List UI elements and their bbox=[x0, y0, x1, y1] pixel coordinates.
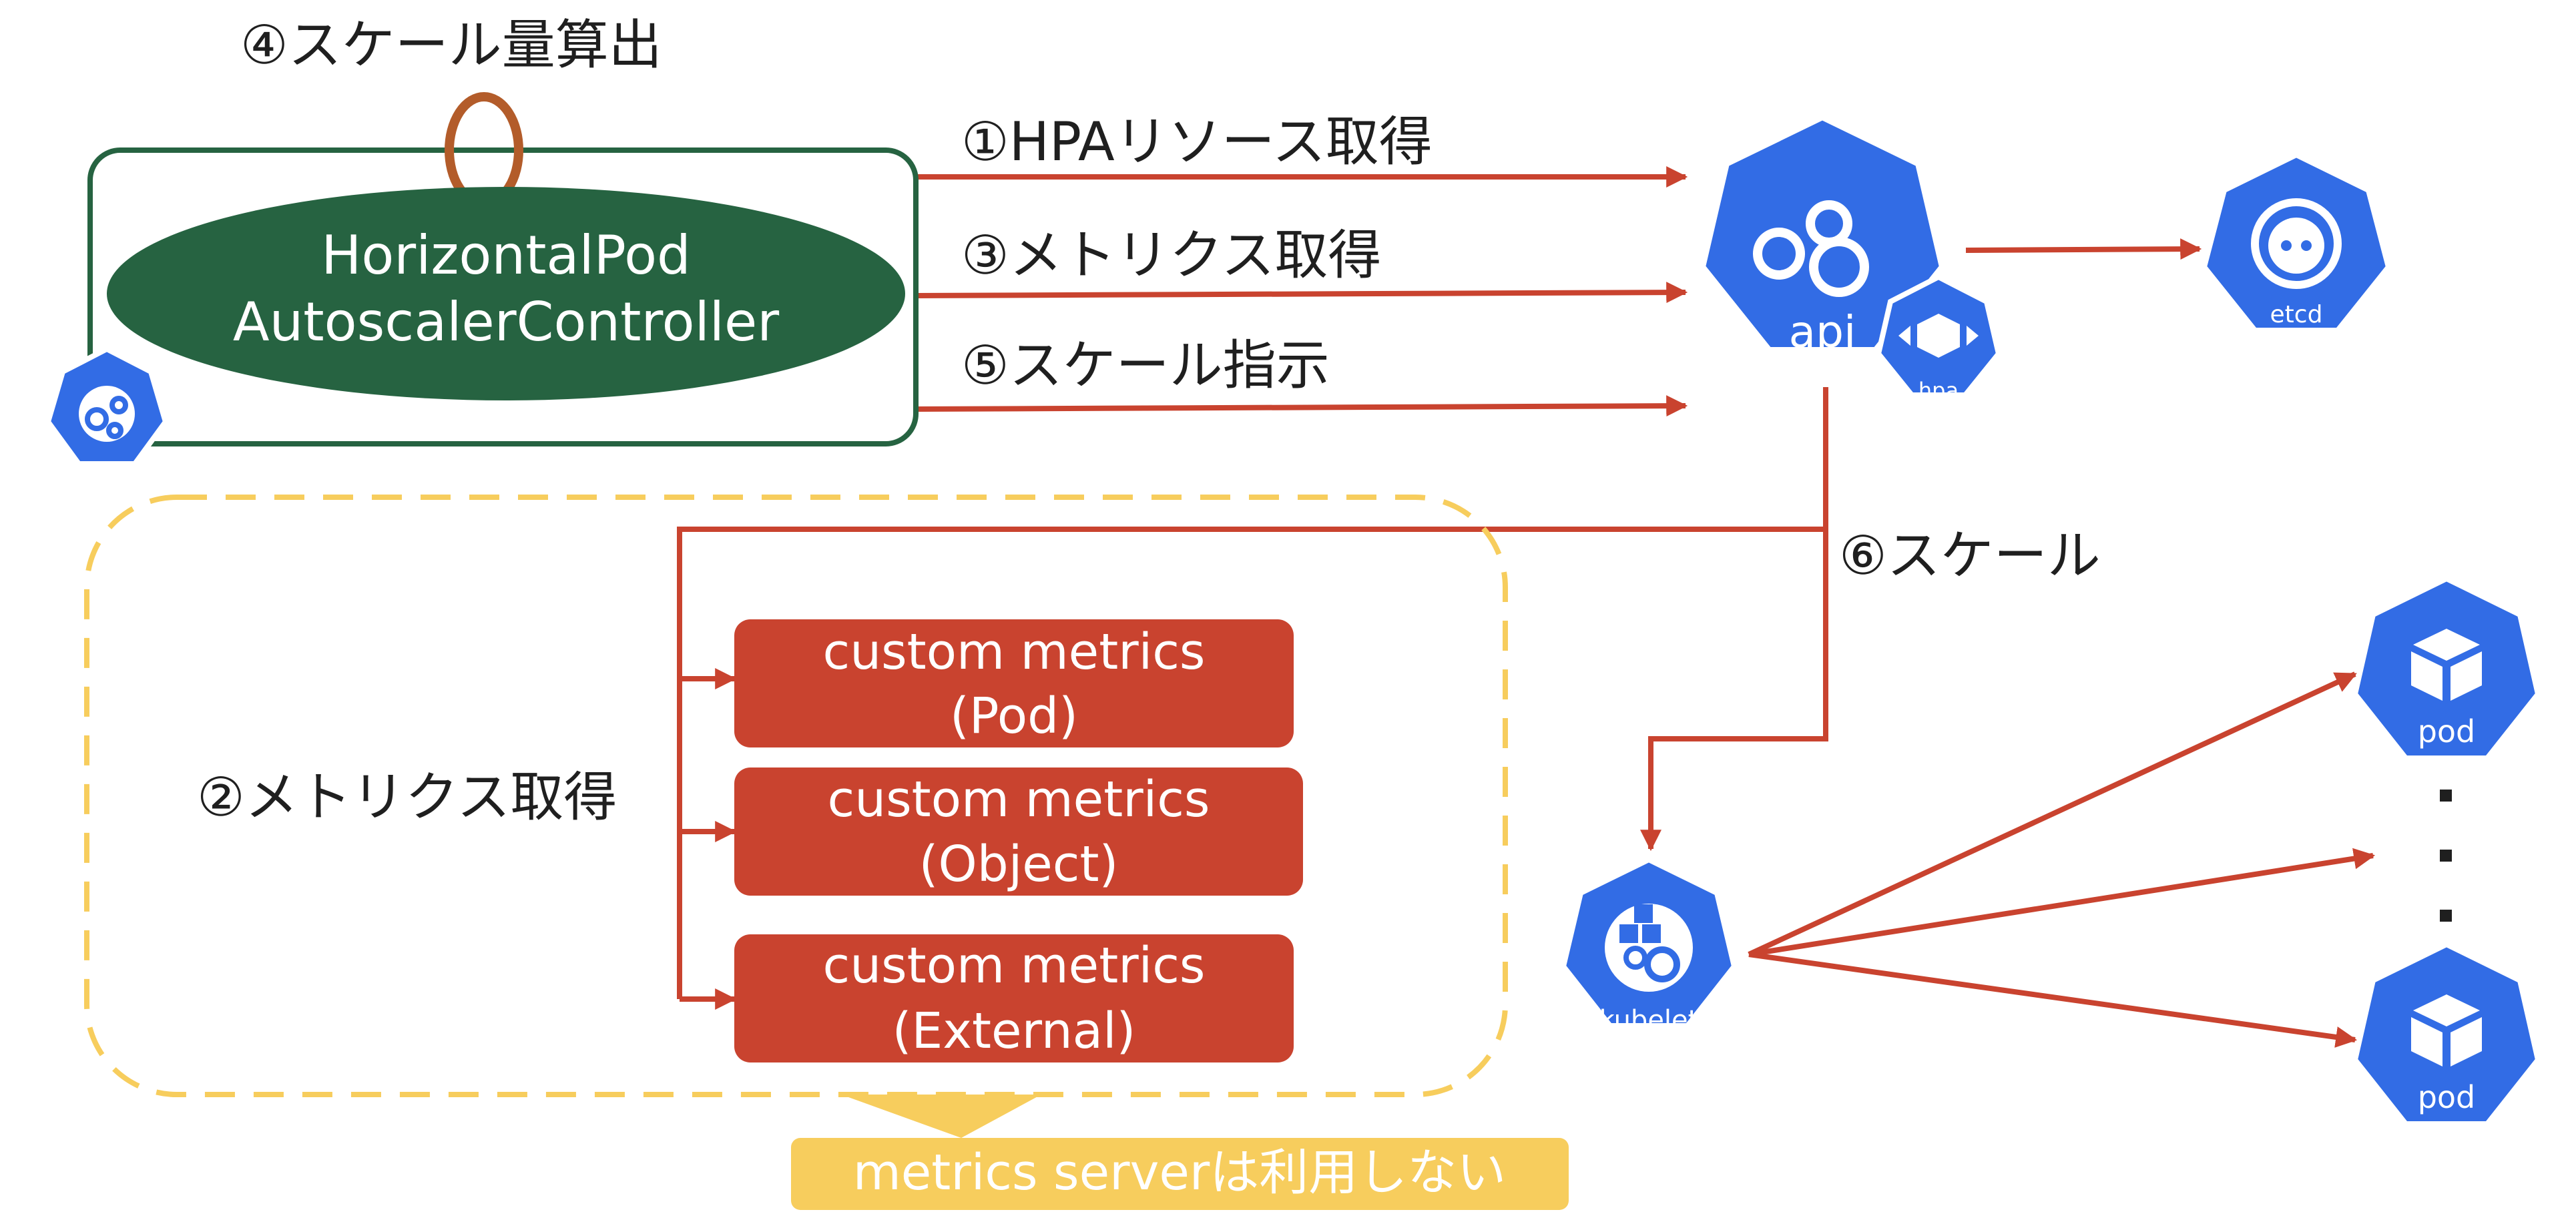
custom-metrics-pod-line1: custom metrics bbox=[823, 623, 1206, 681]
pod-node-bottom: pod bbox=[2352, 941, 2541, 1127]
kubelet-cubes-gear-icon bbox=[1619, 904, 1680, 982]
metrics-zone-dashed bbox=[84, 495, 1508, 1097]
arrow-api-to-kubelet bbox=[1640, 529, 1828, 852]
step1-label: ①HPAリソース取得 bbox=[961, 111, 1433, 173]
custom-metrics-pod-line2: (Pod) bbox=[950, 687, 1078, 745]
step6-label: ⑥スケール bbox=[1839, 525, 2101, 587]
controller-label-line2: AutoscalerController bbox=[233, 291, 779, 353]
custom-metrics-object-line1: custom metrics bbox=[828, 771, 1210, 828]
pod-bottom-label: pod bbox=[2418, 1079, 2476, 1115]
arrow-get-metrics-api bbox=[915, 282, 1688, 304]
arrow-scale-instruction bbox=[915, 395, 1688, 417]
custom-metrics-external-line1: custom metrics bbox=[823, 937, 1206, 994]
step3-label: ③メトリクス取得 bbox=[961, 224, 1381, 286]
custom-metrics-pod-box: custom metrics (Pod) bbox=[734, 619, 1294, 747]
step5-label: ⑤スケール指示 bbox=[961, 334, 1330, 396]
pod-cube-icon bbox=[2411, 629, 2482, 701]
cube-arrows-icon bbox=[1898, 314, 1979, 358]
etcd-icon bbox=[2251, 198, 2342, 289]
pod-node-top: pod bbox=[2352, 575, 2541, 761]
arrow-kubelet-to-pods bbox=[1748, 671, 2376, 1048]
pod-cube-icon bbox=[2411, 994, 2482, 1066]
gear-icon bbox=[85, 396, 128, 439]
controller-label-line1: HorizontalPod bbox=[321, 224, 691, 286]
metrics-server-note: metrics serverは利用しない bbox=[791, 1095, 1569, 1210]
kubelet-node: kubelet bbox=[1560, 856, 1738, 1036]
hpa-resource-badge: hpa bbox=[1875, 274, 2002, 403]
hpa-label: hpa bbox=[1918, 378, 1959, 403]
pod-ellipsis bbox=[2440, 790, 2452, 922]
custom-metrics-object-line2: (Object) bbox=[919, 836, 1119, 893]
pod-top-label: pod bbox=[2418, 713, 2476, 749]
api-server-node: api bbox=[1698, 113, 1947, 358]
etcd-node: etcd bbox=[2201, 151, 2392, 333]
controller-manager-label: c-m bbox=[88, 454, 126, 478]
controller-ellipse bbox=[107, 187, 905, 400]
step2-label: ②メトリクス取得 bbox=[197, 766, 617, 828]
kubelet-label: kubelet bbox=[1599, 1005, 1699, 1036]
gears-icon bbox=[1753, 200, 1869, 297]
arrow-api-to-etcd bbox=[1965, 238, 2202, 260]
custom-metrics-object-box: custom metrics (Object) bbox=[734, 768, 1303, 896]
custom-metrics-external-line2: (External) bbox=[892, 1002, 1136, 1060]
metrics-server-note-text: metrics serverは利用しない bbox=[853, 1144, 1507, 1201]
arrow-metrics-fanout bbox=[677, 387, 1828, 1010]
api-label: api bbox=[1789, 306, 1856, 358]
controller-manager-badge: c-m bbox=[45, 346, 169, 478]
custom-metrics-external-box: custom metrics (External) bbox=[734, 934, 1294, 1062]
etcd-label: etcd bbox=[2270, 301, 2323, 328]
step4-label: ④スケール量算出 bbox=[240, 14, 662, 76]
